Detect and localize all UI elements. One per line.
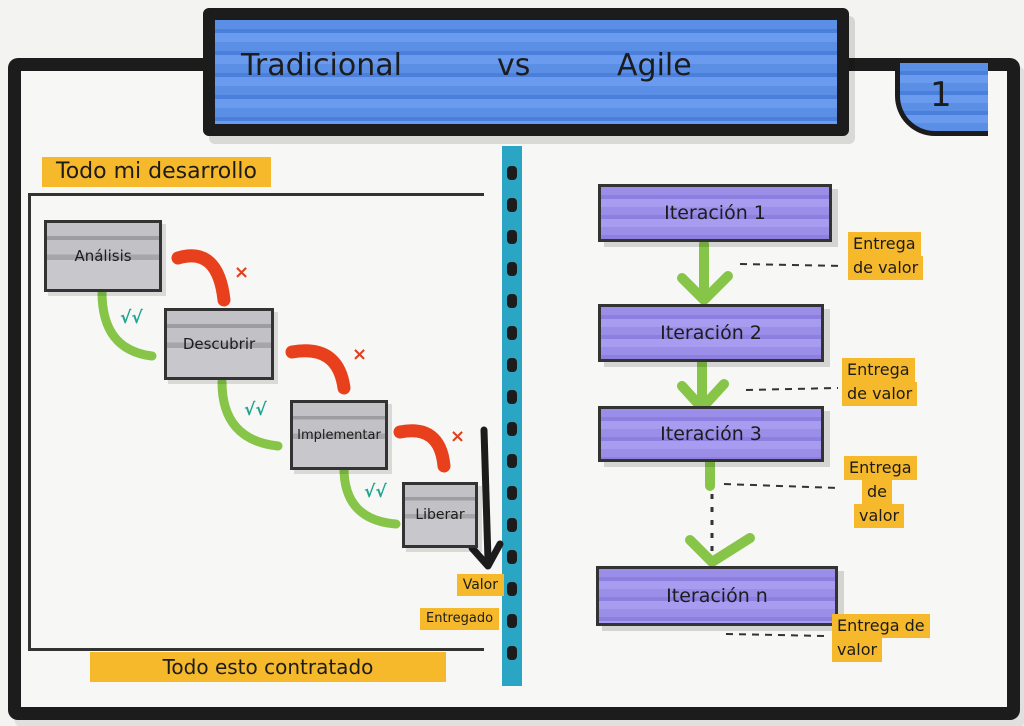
iteration-1-label: Iteración 1 (664, 202, 766, 224)
step-implementar-label: Implementar (297, 427, 381, 443)
cross-mark-3: × (450, 426, 466, 447)
page-number-corner: 1 (895, 63, 988, 136)
entregado-label: Entregado (420, 608, 500, 630)
delivery-2-line-2: de valor (842, 382, 918, 406)
center-divider (502, 146, 522, 686)
page-number: 1 (930, 75, 952, 115)
step-liberar-label: Liberar (415, 507, 465, 523)
delivery-3-line-3: valor (854, 504, 905, 528)
iteration-n: Iteración n (596, 566, 838, 626)
delivery-3: Entrega de valor (844, 456, 917, 528)
title-banner: Tradicional vs Agile (203, 8, 849, 136)
step-descubrir-label: Descubrir (182, 335, 256, 353)
delivery-n-line-1: Entrega de (832, 614, 930, 638)
valor-label: Valor (456, 574, 504, 596)
traditional-header: Todo mi desarrollo (42, 157, 271, 187)
check-mark-1: √√ (120, 308, 143, 328)
delivery-2-line-1: Entrega (842, 358, 915, 382)
iteration-2: Iteración 2 (598, 304, 824, 362)
title-traditional: Tradicional (241, 48, 402, 83)
title-agile: Agile (617, 48, 692, 83)
delivery-1: Entrega de valor (848, 232, 924, 280)
step-analisis: Análisis (44, 220, 162, 292)
delivery-n: Entrega de valor (832, 614, 930, 662)
delivery-n-line-2: valor (832, 638, 883, 662)
check-mark-3: √√ (364, 482, 387, 502)
traditional-frame (28, 193, 484, 651)
delivery-3-line-1: Entrega (844, 456, 917, 480)
iteration-2-label: Iteración 2 (660, 322, 762, 344)
cross-mark-1: × (234, 262, 250, 283)
check-mark-2: √√ (244, 400, 267, 420)
delivery-2: Entrega de valor (842, 358, 918, 406)
traditional-footer: Todo esto contratado (90, 652, 446, 682)
iteration-1: Iteración 1 (598, 184, 832, 242)
delivery-1-line-2: de valor (848, 256, 924, 280)
title-vs: vs (497, 48, 531, 83)
step-analisis-label: Análisis (74, 247, 132, 265)
iteration-n-label: Iteración n (666, 585, 768, 607)
step-liberar: Liberar (402, 482, 478, 548)
valor-entregado: Valor (442, 574, 504, 596)
cross-mark-2: × (352, 344, 368, 365)
iteration-3: Iteración 3 (598, 406, 824, 462)
step-implementar: Implementar (290, 400, 388, 470)
delivery-1-line-1: Entrega (848, 232, 921, 256)
step-descubrir: Descubrir (164, 308, 274, 380)
iteration-3-label: Iteración 3 (660, 423, 762, 445)
delivery-3-line-2: de (862, 480, 892, 504)
